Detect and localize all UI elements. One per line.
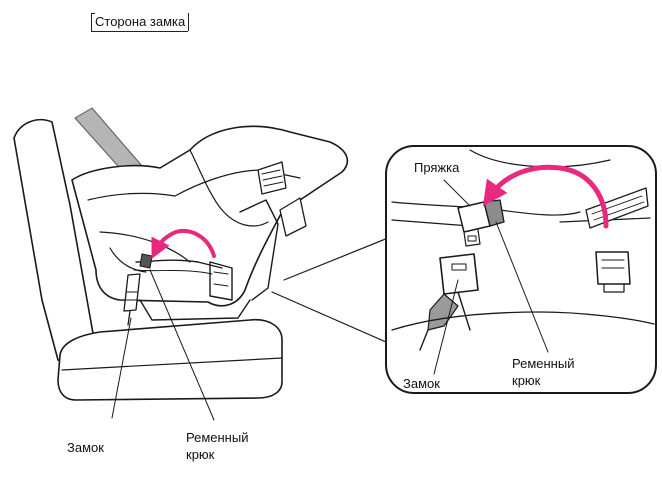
detail-buckle-label-text: Замок <box>403 376 440 391</box>
main-latch-plate <box>140 254 152 268</box>
callout-connector-top <box>284 238 388 280</box>
detail-buckle-label: Замок <box>403 376 440 393</box>
main-belt-hook-line1: Ременный <box>186 430 286 447</box>
main-buckle-label: Замок <box>67 440 104 457</box>
main-belt-hook-label: Ременный крюк <box>186 430 286 464</box>
detail-latch-label-text: Пряжка <box>414 160 459 175</box>
callout-connector-bottom <box>272 292 386 342</box>
detail-belt-hook-label: Ременный крюк <box>512 356 612 390</box>
detail-belt-hook-line2: крюк <box>512 373 612 390</box>
main-view-drawing <box>14 108 388 420</box>
detail-belt-hook-line1: Ременный <box>512 356 612 373</box>
detail-buckle <box>440 254 478 294</box>
vehicle-seat-back <box>14 120 96 363</box>
detail-latch-label: Пряжка <box>414 160 459 177</box>
main-belt-hook-line2: крюк <box>186 447 286 464</box>
main-buckle-label-text: Замок <box>67 440 104 455</box>
